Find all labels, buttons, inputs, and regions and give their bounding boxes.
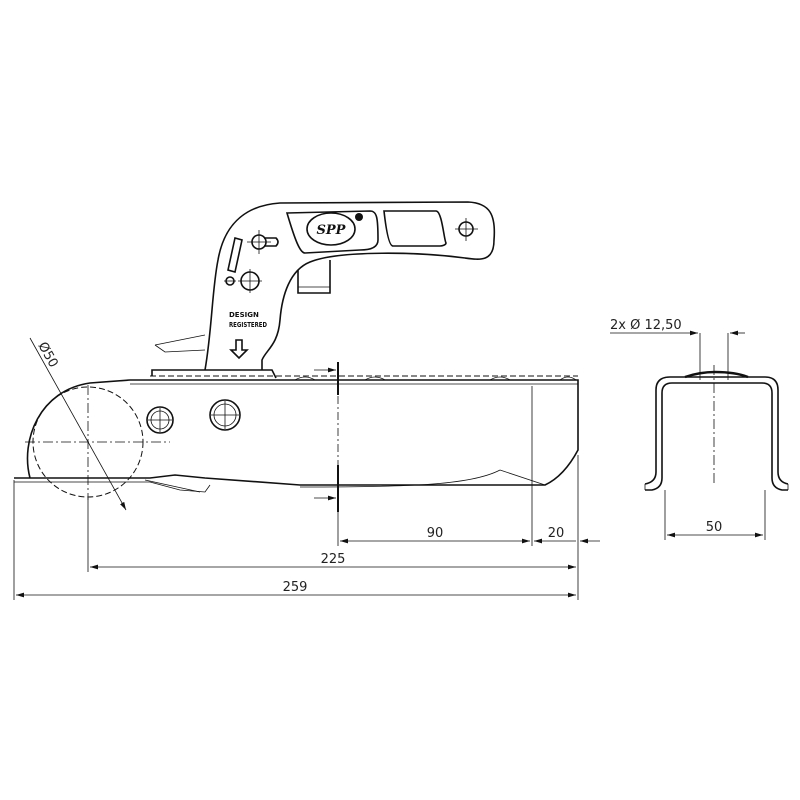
profile-section	[644, 365, 789, 491]
coupling-body	[14, 369, 579, 493]
down-arrow-icon	[229, 339, 249, 360]
bolt-holes	[146, 399, 241, 434]
hole-diameter-label: 2x Ø 12,50	[610, 318, 682, 333]
design-text: DESIGN	[229, 311, 259, 319]
logo-text: SPP	[317, 223, 347, 238]
dimension-259: 259	[283, 580, 308, 595]
dimension-225: 225	[321, 552, 346, 567]
dimension-90: 90	[427, 526, 444, 541]
spp-logo	[306, 212, 356, 246]
ball-diameter-label: Ø50	[35, 340, 61, 371]
section-cut	[314, 362, 339, 512]
dimension-20: 20	[548, 526, 565, 541]
registered-text: REGISTERED	[229, 321, 267, 329]
profile-width-label: 50	[706, 520, 723, 535]
handle: SPP DESIGN REGISTERED	[154, 201, 496, 371]
